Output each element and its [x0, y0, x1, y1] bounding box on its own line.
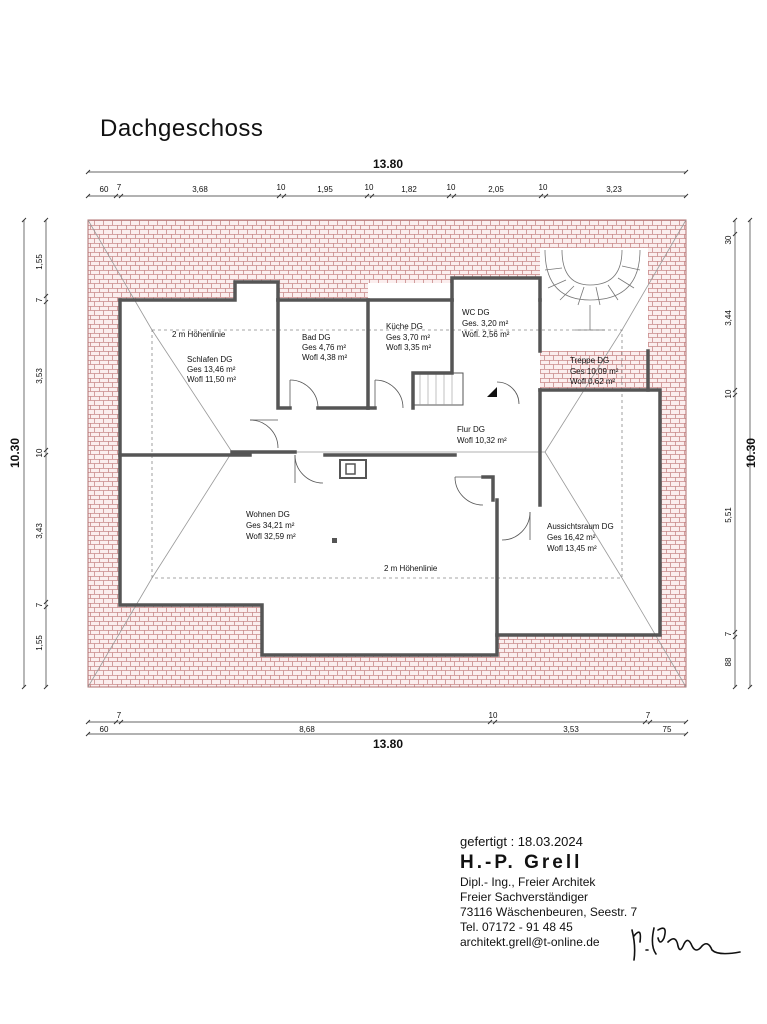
room-bad: Bad DG Ges 4,76 m² Wofl 4,38 m²	[302, 333, 348, 362]
architect-phone: Tel. 07172 - 91 48 45	[460, 920, 573, 934]
room-aussichtsraum: Aussichtsraum DG Ges 16,42 m² Wofl 13,45…	[547, 522, 614, 553]
svg-text:Schlafen DG: Schlafen DG	[187, 355, 232, 364]
interior-floor	[120, 248, 660, 655]
dim-top-seg: 10	[539, 183, 548, 192]
svg-text:Küche DG: Küche DG	[386, 322, 423, 331]
room-labels: Schlafen DG Ges 13,46 m² Wofl 11,50 m² B…	[187, 308, 619, 553]
dim-right-seg: 5,51	[724, 507, 733, 523]
architect-title: Dipl.- Ing., Freier Architek	[460, 875, 596, 889]
dim-left-seg: 3,43	[35, 523, 44, 539]
chimney	[332, 459, 367, 543]
hoehenlinie-label-top: 2 m Höhenlinie	[172, 330, 226, 339]
architect-email: architekt.grell@t-online.de	[460, 935, 600, 949]
dim-right-seg: 10	[724, 389, 733, 398]
dim-bottom-seg: 60	[100, 725, 109, 734]
svg-text:Ges 10,09 m²: Ges 10,09 m²	[570, 367, 619, 376]
room-schlafen: Schlafen DG Ges 13,46 m² Wofl 11,50 m²	[187, 355, 236, 384]
dim-bottom-total: 13.80	[373, 737, 403, 751]
dim-left-seg: 1,55	[35, 254, 44, 270]
dim-bottom-seg: 8,68	[299, 725, 315, 734]
dim-left-seg: 7	[35, 602, 44, 607]
dim-right-seg: 7	[724, 631, 733, 636]
dim-top-seg: 10	[277, 183, 286, 192]
signature	[631, 927, 741, 961]
architect-address: 73116 Wäschenbeuren, Seestr. 7	[460, 905, 638, 919]
drawing-date: gefertigt : 18.03.2024	[460, 834, 583, 849]
dimension-ticks	[21, 169, 753, 737]
dim-bottom-seg: 7	[646, 711, 651, 720]
dim-top-seg: 10	[365, 183, 374, 192]
architect-name: H.-P. Grell	[460, 852, 583, 873]
dim-right-seg: 3,44	[724, 310, 733, 326]
svg-text:Wofl 13,45 m²: Wofl 13,45 m²	[547, 544, 597, 553]
svg-text:Wofl. 2,56 m²: Wofl. 2,56 m²	[462, 330, 510, 339]
dim-top-seg: 1,95	[317, 185, 333, 194]
dim-left-seg: 1,55	[35, 635, 44, 651]
svg-text:Ges 16,42 m²: Ges 16,42 m²	[547, 533, 596, 542]
room-treppe: Treppe DG Ges 10,09 m² Wofl 0,62 m²	[570, 356, 619, 386]
hoehenlinie-outline	[151, 329, 623, 579]
hoehenlinie-label-bottom: 2 m Höhenlinie	[384, 564, 438, 573]
svg-text:Wofl 10,32 m²: Wofl 10,32 m²	[457, 436, 507, 445]
dim-top-seg: 2,05	[488, 185, 504, 194]
walls	[118, 276, 662, 657]
dim-bottom-seg: 7	[117, 711, 122, 720]
dim-right-seg: 88	[724, 657, 733, 666]
stair-landing	[412, 372, 497, 406]
dim-left-seg: 3,53	[35, 368, 44, 384]
room-flur: Flur DG Wofl 10,32 m²	[457, 425, 507, 445]
svg-text:Ges 13,46 m²: Ges 13,46 m²	[187, 365, 236, 374]
svg-text:Ges 4,76 m²: Ges 4,76 m²	[302, 343, 346, 352]
svg-text:Wohnen DG: Wohnen DG	[246, 510, 290, 519]
svg-text:WC DG: WC DG	[462, 308, 490, 317]
svg-text:Flur DG: Flur DG	[457, 425, 485, 434]
svg-text:Ges 34,21 m²: Ges 34,21 m²	[246, 521, 295, 530]
dim-left-total: 10.30	[8, 438, 22, 468]
dimension-lines	[23, 171, 751, 735]
svg-text:Ges. 3,20 m²: Ges. 3,20 m²	[462, 319, 509, 328]
dimension-texts: 13.80 60 7 3,68 10 1,95 10 1,82 10 2,05 …	[8, 157, 758, 751]
architect-role: Freier Sachverständiger	[460, 890, 589, 904]
spiral-stair	[544, 249, 641, 331]
svg-text:Wofl 3,35 m²: Wofl 3,35 m²	[386, 343, 432, 352]
dim-top-total: 13.80	[373, 157, 403, 171]
dim-left-seg: 7	[35, 297, 44, 302]
svg-text:Treppe DG: Treppe DG	[570, 356, 609, 365]
dim-top-seg: 7	[117, 183, 122, 192]
dim-left-seg: 10	[35, 448, 44, 457]
dim-top-seg: 10	[447, 183, 456, 192]
dim-top-seg: 3,23	[606, 185, 622, 194]
title-block: gefertigt : 18.03.2024 H.-P. Grell Dipl.…	[460, 834, 637, 950]
svg-text:Wofl 11,50 m²: Wofl 11,50 m²	[187, 375, 236, 384]
room-wc: WC DG Ges. 3,20 m² Wofl. 2,56 m²	[462, 308, 510, 339]
dim-bottom-seg: 75	[663, 725, 672, 734]
dim-bottom-seg: 3,53	[563, 725, 579, 734]
svg-text:Wofl 4,38 m²: Wofl 4,38 m²	[302, 353, 348, 362]
svg-text:Ges 3,70 m²: Ges 3,70 m²	[386, 333, 430, 342]
plan-title: Dachgeschoss	[100, 115, 264, 142]
dim-top-seg: 1,82	[401, 185, 417, 194]
room-kueche: Küche DG Ges 3,70 m² Wofl 3,35 m²	[386, 322, 432, 352]
svg-text:Wofl 32,59 m²: Wofl 32,59 m²	[246, 532, 296, 541]
room-wohnen: Wohnen DG Ges 34,21 m² Wofl 32,59 m²	[246, 510, 296, 541]
svg-text:Wofl 0,62 m²: Wofl 0,62 m²	[570, 377, 616, 386]
svg-text:Bad DG: Bad DG	[302, 333, 330, 342]
dim-top-seg: 3,68	[192, 185, 208, 194]
dim-top-seg: 60	[100, 185, 109, 194]
dim-right-total: 10.30	[744, 438, 758, 468]
dim-right-seg: 30	[724, 235, 733, 244]
door-swings	[249, 379, 531, 541]
svg-text:Aussichtsraum DG: Aussichtsraum DG	[547, 522, 614, 531]
dim-bottom-seg: 10	[489, 711, 498, 720]
